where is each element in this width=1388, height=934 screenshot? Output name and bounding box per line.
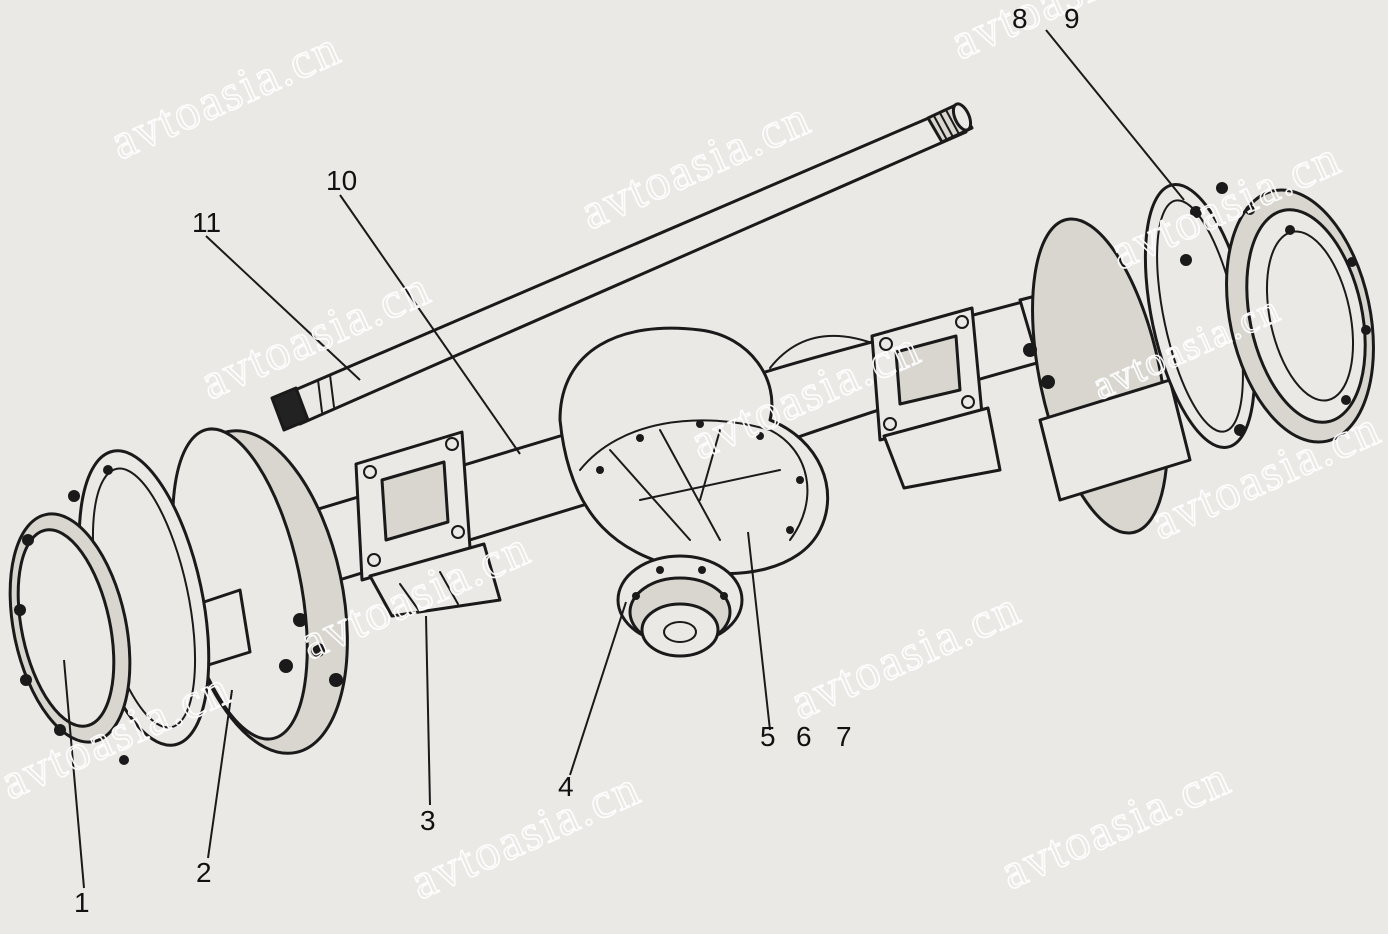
callout-5: 5 [760, 721, 776, 752]
callout-3: 3 [420, 805, 436, 836]
callouts: 1 2 3 4 5 6 7 8 9 10 11 [74, 3, 1080, 918]
watermark-text: avtoasia.cn [992, 749, 1239, 900]
callout-4: 4 [558, 771, 574, 802]
left-wheel-hub [8, 427, 349, 765]
callout-2: 2 [196, 857, 212, 888]
callout-11: 11 [192, 207, 221, 238]
callout-10: 10 [326, 165, 357, 196]
watermark-text: avtoasia.cn [402, 759, 649, 910]
watermark-text: avtoasia.cn [782, 579, 1029, 730]
watermark-text: avtoasia.cn [102, 19, 349, 170]
spring-seat-left [354, 430, 502, 618]
callout-1: 1 [74, 887, 90, 918]
callout-8: 8 [1012, 3, 1028, 34]
spring-seat-right [870, 306, 1002, 490]
input-flange [616, 554, 744, 658]
differential-housing [558, 326, 830, 576]
callout-9: 9 [1064, 3, 1080, 34]
leader-lines [63, 29, 1185, 889]
right-wheel-hub [1023, 182, 1375, 535]
callout-7: 7 [836, 721, 852, 752]
half-shaft [270, 102, 974, 432]
callout-6: 6 [796, 721, 812, 752]
